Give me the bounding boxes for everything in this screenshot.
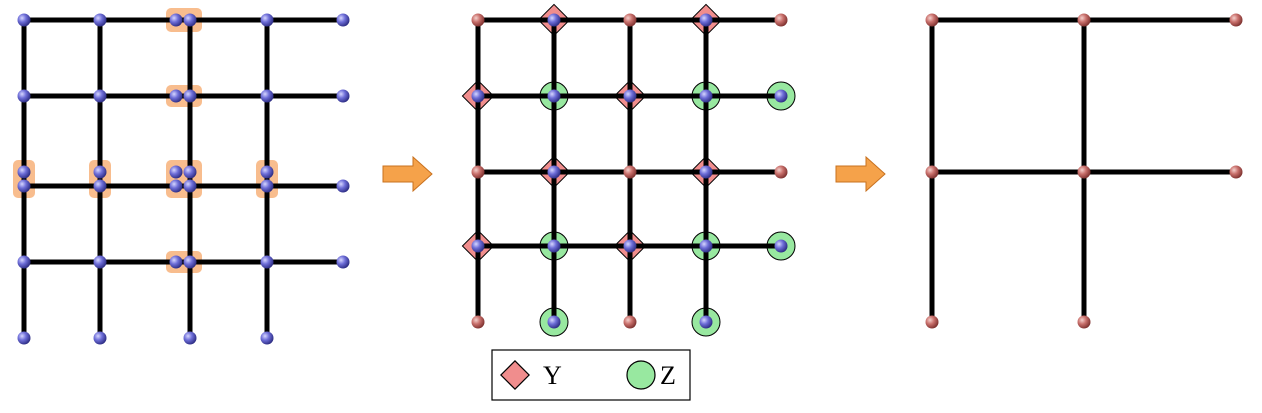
legend-y-label: Y	[543, 361, 562, 390]
blue-node-icon	[336, 89, 350, 103]
blue-node-icon	[17, 255, 31, 269]
highlight-box-icon	[166, 160, 202, 198]
red-node-icon	[1077, 165, 1091, 179]
blue-node-icon	[547, 13, 561, 27]
left-highlights	[13, 8, 278, 273]
blue-node-icon	[169, 89, 183, 103]
blue-node-icon	[699, 165, 713, 179]
red-node-icon	[1077, 315, 1091, 329]
blue-node-icon	[183, 89, 197, 103]
blue-node-icon	[774, 89, 788, 103]
legend: Y Z	[491, 349, 691, 401]
blue-node-icon	[623, 239, 637, 253]
blue-node-icon	[471, 239, 485, 253]
blue-node-icon	[623, 89, 637, 103]
blue-node-icon	[260, 165, 274, 179]
blue-node-icon	[17, 179, 31, 193]
red-node-icon	[471, 165, 485, 179]
red-node-icon	[925, 165, 939, 179]
blue-node-icon	[93, 255, 107, 269]
blue-node-icon	[547, 239, 561, 253]
right-nodes	[925, 13, 1243, 329]
blue-node-icon	[699, 13, 713, 27]
red-node-icon	[623, 13, 637, 27]
blue-node-icon	[336, 13, 350, 27]
blue-node-icon	[260, 331, 274, 345]
blue-node-icon	[336, 179, 350, 193]
red-node-icon	[925, 315, 939, 329]
left-nodes	[17, 13, 350, 345]
red-node-icon	[774, 13, 788, 27]
blue-node-icon	[183, 255, 197, 269]
blue-node-icon	[169, 179, 183, 193]
blue-node-icon	[93, 331, 107, 345]
red-node-icon	[623, 315, 637, 329]
blue-node-icon	[183, 331, 197, 345]
blue-node-icon	[17, 331, 31, 345]
blue-node-icon	[699, 315, 713, 329]
red-node-icon	[925, 13, 939, 27]
left-panel	[13, 8, 350, 345]
blue-node-icon	[260, 13, 274, 27]
middle-nodes	[471, 13, 788, 329]
red-node-icon	[471, 315, 485, 329]
blue-node-icon	[336, 255, 350, 269]
blue-node-icon	[93, 13, 107, 27]
arrow-right-icon	[382, 155, 433, 193]
y-diamond-icon	[500, 360, 530, 390]
blue-node-icon	[547, 89, 561, 103]
blue-node-icon	[471, 89, 485, 103]
blue-node-icon	[547, 165, 561, 179]
blue-node-icon	[260, 179, 274, 193]
red-node-icon	[774, 165, 788, 179]
blue-node-icon	[699, 239, 713, 253]
blue-node-icon	[169, 165, 183, 179]
blue-node-icon	[547, 315, 561, 329]
legend-z-label: Z	[660, 361, 676, 390]
arrow-right-icon	[835, 155, 886, 193]
blue-node-icon	[93, 89, 107, 103]
red-node-icon	[623, 165, 637, 179]
middle-panel	[461, 3, 796, 337]
blue-node-icon	[17, 89, 31, 103]
blue-node-icon	[183, 165, 197, 179]
blue-node-icon	[17, 165, 31, 179]
red-node-icon	[1077, 13, 1091, 27]
red-node-icon	[1229, 13, 1243, 27]
blue-node-icon	[260, 89, 274, 103]
red-node-icon	[1229, 165, 1243, 179]
blue-node-icon	[699, 89, 713, 103]
blue-node-icon	[17, 13, 31, 27]
blue-node-icon	[93, 179, 107, 193]
blue-node-icon	[260, 255, 274, 269]
blue-node-icon	[169, 255, 183, 269]
blue-node-icon	[93, 165, 107, 179]
right-panel	[925, 13, 1243, 329]
red-node-icon	[471, 13, 485, 27]
blue-node-icon	[183, 13, 197, 27]
z-circle-icon	[626, 360, 656, 390]
blue-node-icon	[774, 239, 788, 253]
blue-node-icon	[169, 13, 183, 27]
blue-node-icon	[183, 179, 197, 193]
